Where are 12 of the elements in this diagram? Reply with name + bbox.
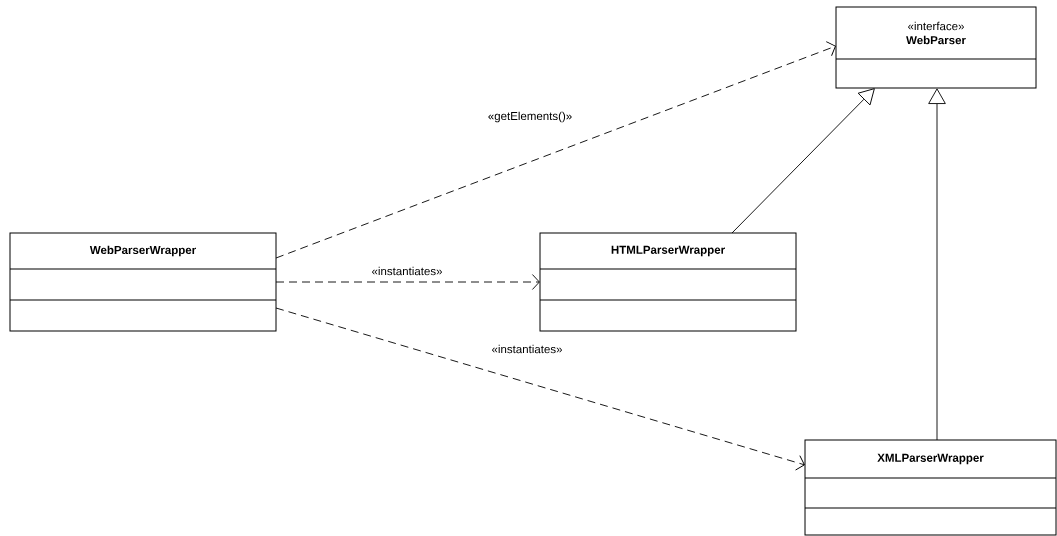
class-box: «interface» WebParser (835, 6, 1037, 89)
arrow (731, 88, 875, 234)
class-box: HTMLParserWrapper (539, 232, 797, 332)
edge-label: «instantiates» (370, 265, 444, 277)
class-box: WebParserWrapper (9, 232, 277, 332)
class-box: XMLParserWrapper (804, 439, 1057, 536)
edge-label: «getElements()» (486, 110, 574, 124)
arrow (928, 88, 946, 441)
arrow (275, 274, 540, 290)
arrow (275, 307, 805, 471)
arrow (275, 41, 836, 259)
edge-label: «instantiates» (490, 343, 564, 355)
